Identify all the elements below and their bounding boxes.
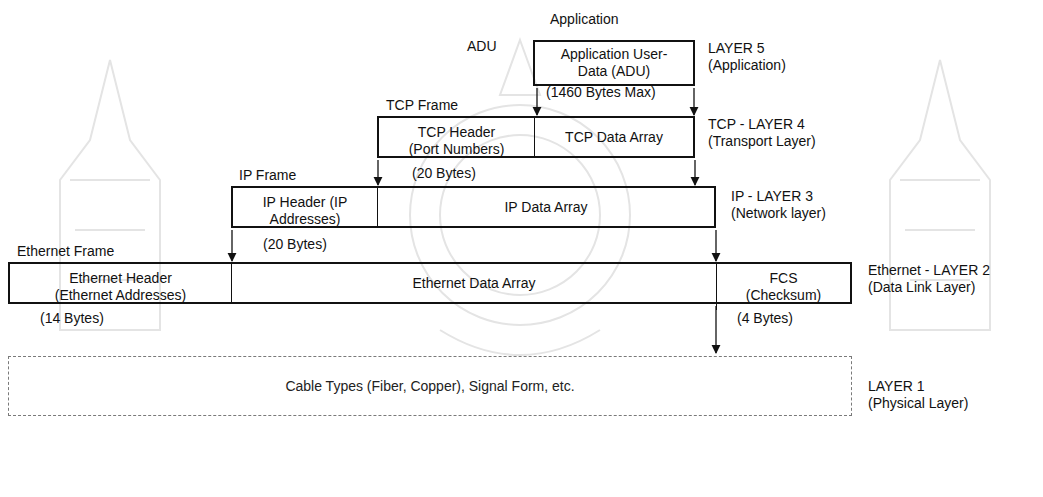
data-cell: IP Data Array xyxy=(377,188,714,226)
encapsulation-arrow xyxy=(715,306,716,353)
box-text: TCP Header (Port Numbers) xyxy=(408,124,506,158)
encapsulation-arrow xyxy=(231,230,232,261)
layer-name: Ethernet - LAYER 2 (Data Link Layer) xyxy=(868,262,992,296)
header-cell: Ethernet Header (Ethernet Addresses) xyxy=(10,264,231,310)
box-text: Cable Types (Fiber, Copper), Signal Form… xyxy=(285,378,574,395)
box-text: Ethernet Header (Ethernet Addresses) xyxy=(54,270,188,304)
box-text: IP Data Array xyxy=(504,199,587,216)
size-note: (20 Bytes) xyxy=(263,236,327,253)
encapsulation-arrow xyxy=(536,88,537,115)
watermark-pagoda xyxy=(70,180,150,280)
layer-name: LAYER 5 (Application) xyxy=(708,40,788,74)
frame-title: IP Frame xyxy=(239,167,296,184)
physical-layer-box: Cable Types (Fiber, Copper), Signal Form… xyxy=(8,356,852,416)
size-note: (4 Bytes) xyxy=(737,310,793,327)
layer-name: IP - LAYER 3 (Network layer) xyxy=(731,188,828,222)
size-note: (1460 Bytes Max) xyxy=(546,84,656,101)
checksum-cell: FCS (Checksum) xyxy=(716,264,850,310)
watermark-emblem xyxy=(440,330,600,355)
data-cell: TCP Data Array xyxy=(534,118,693,156)
box-text: Application User-Data (ADU) xyxy=(560,46,669,80)
box-text: Ethernet Data Array xyxy=(413,275,536,292)
watermark-emblem xyxy=(440,135,600,295)
header-cell: IP Header (IP Addresses) xyxy=(233,188,377,234)
ethernet-frame: Ethernet FrameEthernet Header (Ethernet … xyxy=(8,262,852,304)
encapsulation-arrow xyxy=(377,160,378,185)
box-text: IP Header (IP Addresses) xyxy=(258,194,352,228)
box-text: TCP Data Array xyxy=(565,129,663,146)
frame-title: Ethernet Frame xyxy=(17,243,114,260)
layer-name: LAYER 1 (Physical Layer) xyxy=(868,378,971,412)
adu-box: ApplicationApplication User-Data (ADU) xyxy=(533,40,695,86)
encapsulation-arrow xyxy=(693,88,694,115)
frame-title: Application xyxy=(550,11,619,28)
ip-frame: IP FrameIP Header (IP Addresses)IP Data … xyxy=(231,186,716,228)
size-note: (14 Bytes) xyxy=(40,310,104,327)
short-name: ADU xyxy=(467,38,497,55)
tcp-frame: TCP FrameTCP Header (Port Numbers)TCP Da… xyxy=(377,116,695,158)
encapsulation-arrow xyxy=(715,230,716,261)
box-text: FCS (Checksum) xyxy=(745,270,823,304)
data-cell: Ethernet Data Array xyxy=(231,264,716,302)
layer-name: TCP - LAYER 4 (Transport Layer) xyxy=(708,116,818,150)
size-note: (20 Bytes) xyxy=(412,165,476,182)
encapsulation-arrow xyxy=(694,160,695,185)
frame-title: TCP Frame xyxy=(386,97,458,114)
header-cell: TCP Header (Port Numbers) xyxy=(379,118,534,164)
